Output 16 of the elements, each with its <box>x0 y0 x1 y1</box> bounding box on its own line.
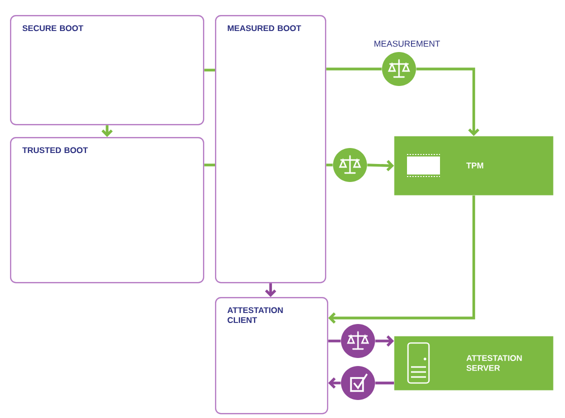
node-caption: MEASUREMENT <box>374 40 440 47</box>
icon-circle <box>333 148 367 182</box>
icon-circle <box>382 52 416 86</box>
connector-arrow <box>416 68 480 136</box>
connector-arrow <box>328 196 476 324</box>
block-box: TRUSTED BOOT <box>10 137 204 284</box>
block-box: SECURE BOOT <box>10 15 204 126</box>
block-box: MEASURED BOOT <box>215 15 326 284</box>
connector-arrow <box>265 283 276 297</box>
block-box: ATTESTATION CLIENT <box>215 297 328 414</box>
component-box: TPM <box>394 136 554 196</box>
icon-circle <box>341 366 375 400</box>
icon-circle <box>341 324 375 358</box>
connector-arrow <box>367 160 394 172</box>
connector-arrow <box>375 335 394 347</box>
component-box: ATTESTATION SERVER <box>394 336 554 390</box>
